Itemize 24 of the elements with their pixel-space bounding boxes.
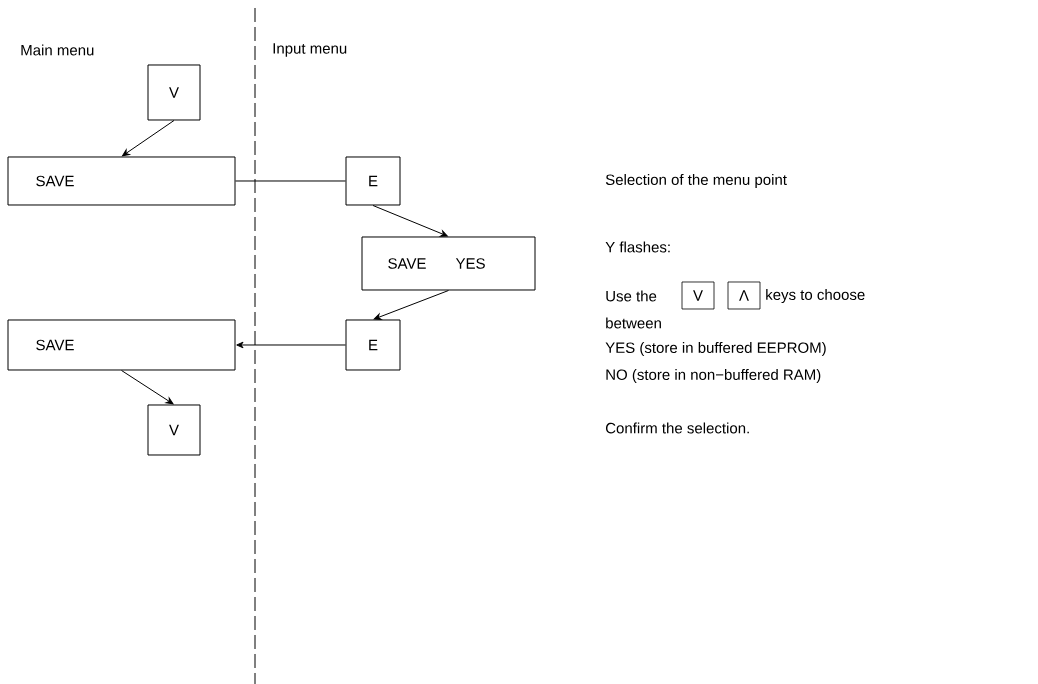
arrow <box>122 120 175 157</box>
display-box: E <box>345 319 401 371</box>
key-box: V <box>681 281 715 310</box>
display-box: E <box>345 156 401 206</box>
arrow <box>372 205 448 237</box>
key-box: Λ <box>727 281 761 310</box>
note-text: Confirm the selection. <box>606 422 749 434</box>
note-text: keys to choose <box>766 289 865 303</box>
note-text: NO (store in non−buffered RAM) <box>606 369 821 383</box>
note-text: Selection of the menu point <box>605 174 787 188</box>
arrow <box>236 341 346 349</box>
note-text: Use the <box>606 290 657 302</box>
display-box: SAVE <box>7 319 236 371</box>
note-text: Y flashes: <box>605 241 670 253</box>
arrow <box>373 290 449 320</box>
note-text: Input menu <box>273 43 347 57</box>
display-box: SAVE YES <box>361 236 536 291</box>
display-box: V <box>147 64 201 121</box>
note-text: YES (store in buffered EEPROM) <box>605 342 826 356</box>
display-box: V <box>147 404 201 456</box>
display-box: SAVE <box>7 156 236 206</box>
note-text: between <box>606 317 661 329</box>
arrow <box>121 370 174 405</box>
note-text: Main menu <box>21 44 94 56</box>
